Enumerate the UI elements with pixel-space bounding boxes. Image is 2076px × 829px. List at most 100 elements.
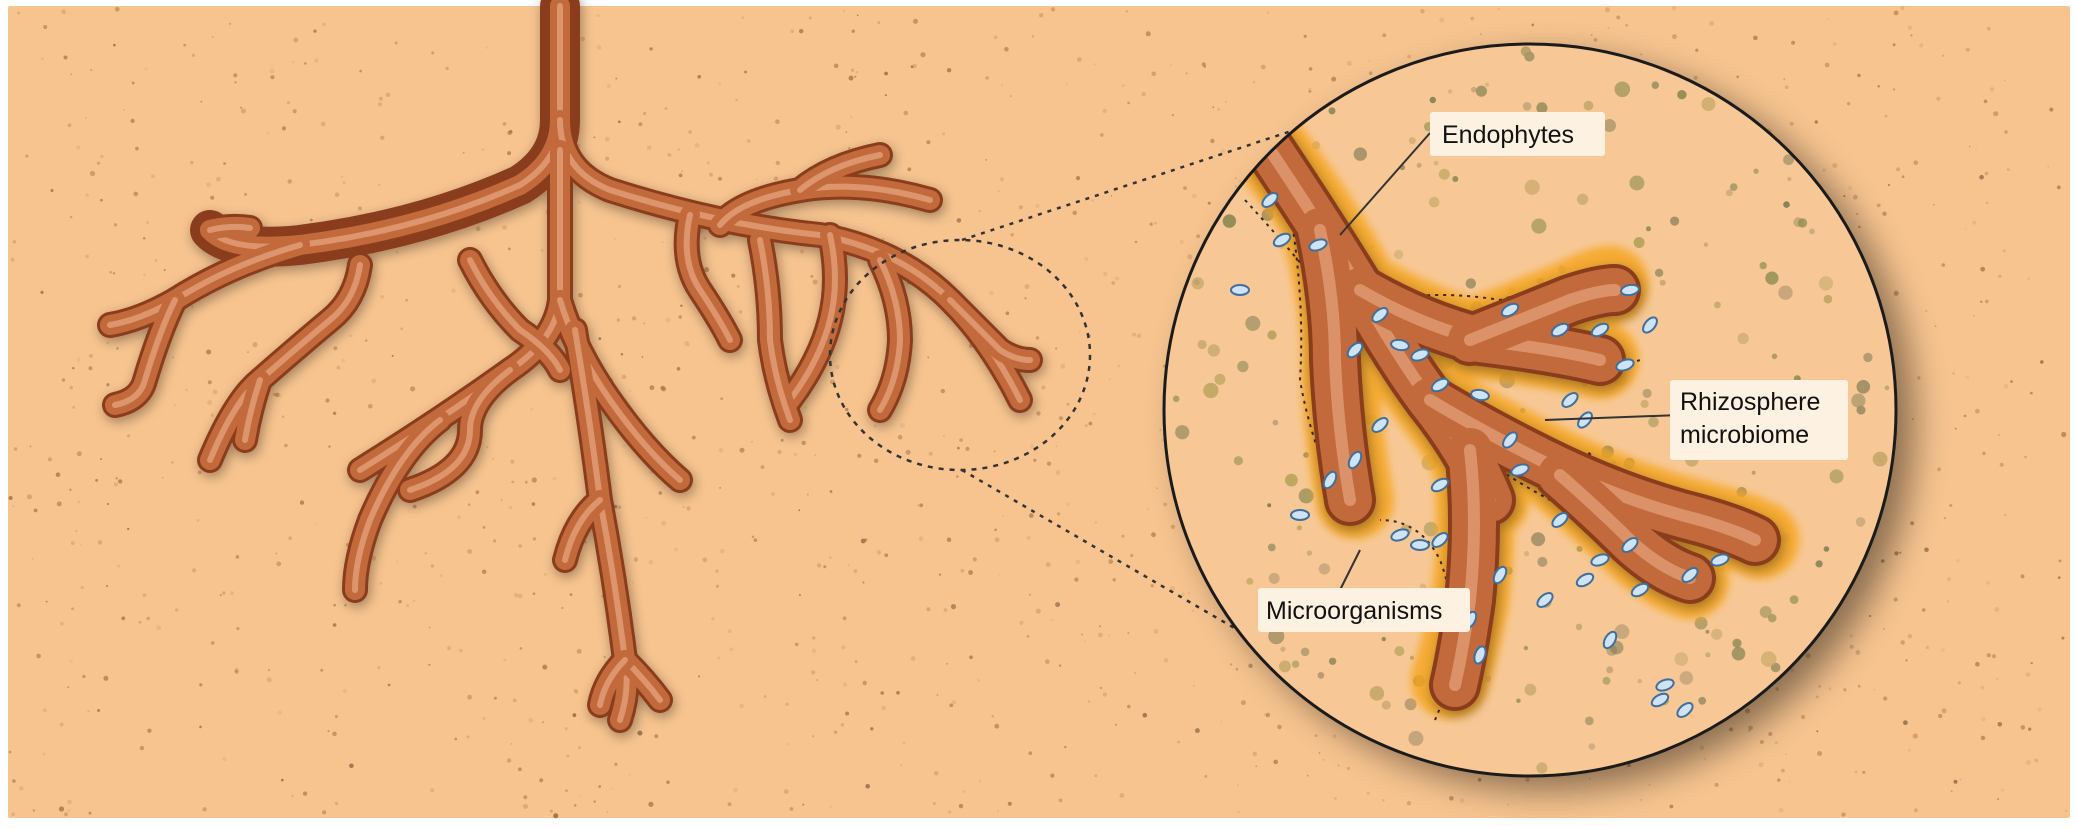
soil-speck	[100, 155, 104, 159]
soil-speck	[1996, 678, 1998, 680]
soil-speck	[413, 505, 417, 509]
soil-particle	[1329, 107, 1336, 114]
soil-speck	[1180, 240, 1184, 244]
soil-speck	[1115, 276, 1119, 280]
soil-speck	[151, 174, 155, 178]
soil-speck	[775, 119, 780, 124]
soil-speck	[61, 9, 66, 14]
soil-speck	[1193, 685, 1195, 687]
soil-speck	[1736, 75, 1739, 78]
soil-speck	[493, 539, 496, 542]
soil-speck	[570, 593, 573, 596]
soil-speck	[1102, 109, 1106, 113]
soil-speck	[812, 649, 816, 653]
soil-speck	[646, 517, 648, 519]
soil-speck	[1255, 765, 1257, 767]
soil-particle	[1354, 147, 1367, 160]
soil-speck	[621, 353, 624, 356]
soil-speck	[2028, 278, 2030, 280]
soil-speck	[278, 711, 282, 715]
soil-speck	[1952, 372, 1955, 375]
soil-speck	[134, 192, 139, 197]
soil-speck	[677, 367, 681, 371]
soil-speck	[78, 501, 81, 504]
soil-speck	[223, 162, 226, 165]
soil-speck	[994, 451, 996, 453]
soil-speck	[1672, 6, 1676, 10]
soil-particle	[1873, 452, 1888, 467]
soil-speck	[1185, 72, 1187, 74]
soil-speck	[884, 72, 888, 76]
soil-speck	[733, 788, 738, 793]
soil-speck	[503, 122, 507, 126]
soil-speck	[398, 600, 401, 603]
soil-speck	[751, 441, 753, 443]
soil-speck	[1109, 559, 1114, 564]
soil-particle	[1606, 666, 1613, 673]
soil-speck	[117, 565, 120, 568]
soil-speck	[1235, 185, 1237, 187]
soil-speck	[89, 812, 92, 815]
soil-speck	[476, 226, 481, 231]
soil-speck	[314, 59, 318, 63]
soil-speck	[293, 38, 298, 43]
soil-speck	[1910, 521, 1914, 525]
soil-speck	[68, 123, 72, 127]
soil-speck	[1903, 720, 1908, 725]
soil-speck	[802, 441, 806, 445]
soil-particle	[1641, 400, 1649, 408]
soil-speck	[525, 481, 528, 484]
soil-speck	[1221, 721, 1223, 723]
soil-speck	[1942, 263, 1945, 266]
soil-speck	[428, 664, 430, 666]
soil-particle	[1704, 242, 1708, 246]
soil-speck	[240, 107, 242, 109]
soil-particle	[1576, 624, 1583, 631]
soil-particle	[1299, 488, 1314, 503]
soil-particle	[1577, 194, 1588, 205]
soil-speck	[1032, 35, 1034, 37]
soil-speck	[135, 147, 139, 151]
soil-speck	[900, 423, 905, 428]
soil-speck	[1694, 76, 1698, 80]
soil-speck	[904, 111, 909, 116]
soil-speck	[2034, 759, 2038, 763]
soil-speck	[1908, 634, 1912, 638]
soil-particle	[1677, 90, 1686, 99]
soil-speck	[1695, 49, 1698, 52]
soil-speck	[100, 199, 103, 202]
soil-particle	[1655, 269, 1663, 277]
soil-speck	[1862, 771, 1865, 774]
soil-particle	[1536, 102, 1547, 113]
soil-speck	[1910, 34, 1912, 36]
soil-speck	[43, 708, 47, 712]
soil-speck	[1006, 311, 1010, 315]
soil-speck	[530, 408, 532, 410]
soil-speck	[1785, 754, 1787, 756]
soil-speck	[1843, 688, 1846, 691]
soil-speck	[395, 41, 398, 44]
soil-speck	[69, 489, 71, 491]
soil-speck	[183, 44, 186, 47]
soil-speck	[577, 649, 582, 654]
soil-speck	[1148, 508, 1150, 510]
soil-speck	[191, 306, 194, 309]
soil-speck	[1202, 62, 1206, 66]
soil-speck	[553, 813, 558, 818]
soil-speck	[1883, 696, 1887, 700]
soil-particle	[1768, 614, 1777, 623]
soil-speck	[172, 356, 174, 358]
soil-speck	[919, 503, 923, 507]
soil-speck	[664, 107, 667, 110]
soil-speck	[1914, 808, 1918, 812]
soil-speck	[1984, 100, 1988, 104]
soil-speck	[207, 400, 212, 405]
soil-speck	[236, 555, 240, 559]
soil-speck	[857, 454, 861, 458]
soil-speck	[1050, 774, 1054, 778]
soil-speck	[41, 57, 44, 60]
soil-speck	[310, 219, 313, 222]
soil-speck	[1035, 204, 1039, 208]
soil-particle	[1816, 560, 1823, 567]
soil-speck	[143, 237, 145, 239]
